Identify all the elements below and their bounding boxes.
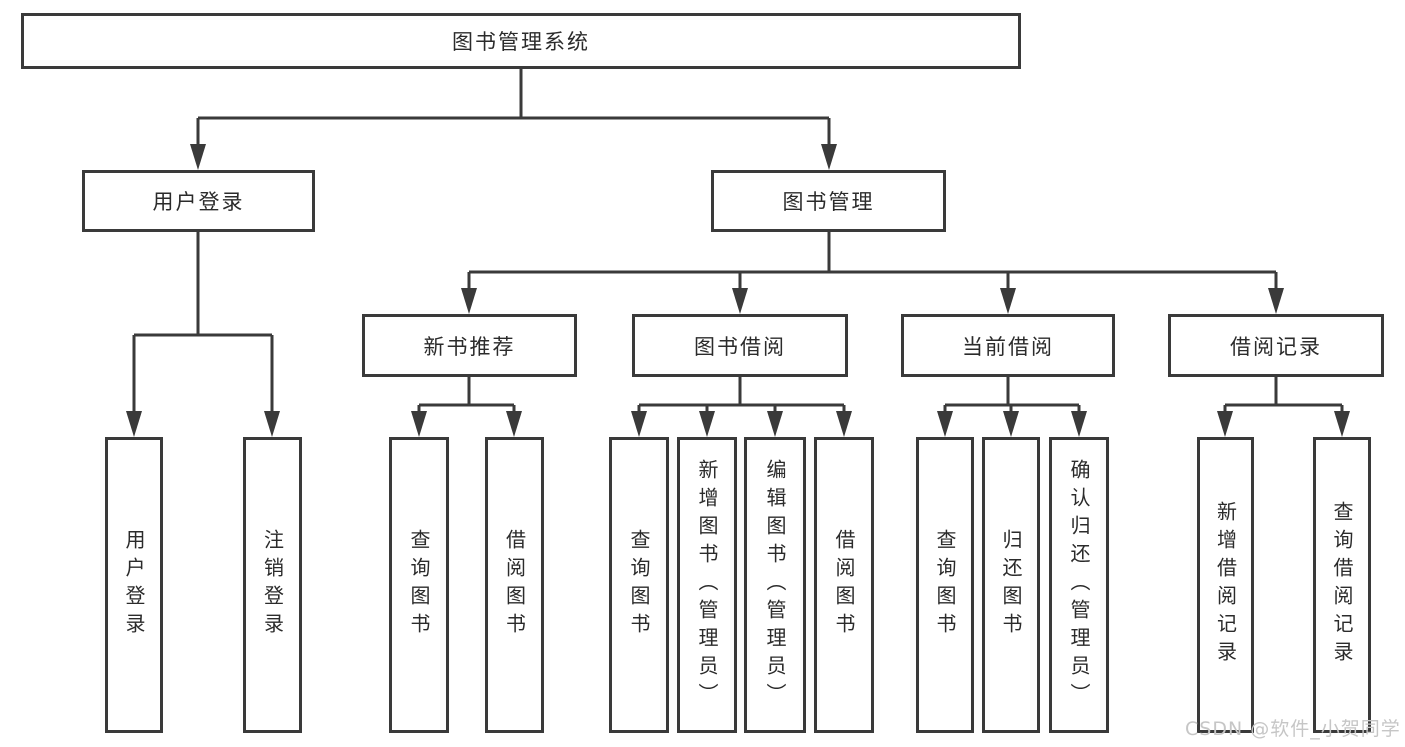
- node-label: 用户登录: [122, 529, 146, 641]
- node-label: 编辑图书（管理员）: [763, 459, 787, 711]
- leaf-add-book-admin: 新增图书（管理员）: [677, 437, 737, 733]
- node-label: 新书推荐: [423, 334, 516, 359]
- node-user-login: 用户登录: [82, 170, 315, 232]
- leaf-query-borrow-record: 查询借阅记录: [1313, 437, 1371, 733]
- node-current-borrow: 当前借阅: [901, 314, 1115, 377]
- csdn-watermark: CSDN @软件_小贺同学: [1185, 718, 1401, 740]
- leaf-confirm-return-admin: 确认归还（管理员）: [1049, 437, 1109, 733]
- node-label: 借阅图书: [832, 529, 856, 641]
- node-book-management: 图书管理: [711, 170, 946, 232]
- node-label: 图书管理: [782, 190, 875, 214]
- node-label: 查询图书: [627, 529, 651, 641]
- node-label: 图书管理系统: [452, 30, 590, 54]
- node-book-borrow: 图书借阅: [632, 314, 848, 377]
- leaf-borrow-book: 借阅图书: [814, 437, 874, 733]
- node-library-system-root: 图书管理系统: [21, 13, 1021, 69]
- node-label: 查询图书: [933, 529, 957, 641]
- node-label: 新增借阅记录: [1213, 501, 1238, 669]
- leaf-user-login: 用户登录: [105, 437, 163, 733]
- leaf-query-book-recommend: 查询图书: [389, 437, 449, 733]
- leaf-query-book-current: 查询图书: [916, 437, 974, 733]
- arrowhead-icons: [126, 144, 1350, 437]
- node-borrow-records: 借阅记录: [1168, 314, 1384, 377]
- node-label: 图书借阅: [694, 334, 786, 359]
- node-label: 注销登录: [260, 529, 285, 641]
- leaf-borrow-book-recommend: 借阅图书: [485, 437, 544, 733]
- node-label: 查询借阅记录: [1330, 501, 1354, 669]
- node-label: 新增图书（管理员）: [695, 459, 719, 711]
- leaf-query-book-borrow: 查询图书: [609, 437, 669, 733]
- node-label: 归还图书: [999, 529, 1023, 641]
- leaf-add-borrow-record: 新增借阅记录: [1197, 437, 1254, 733]
- leaf-logout-login: 注销登录: [243, 437, 302, 733]
- node-label: 当前借阅: [962, 334, 1054, 359]
- node-label: 借阅图书: [502, 529, 527, 641]
- leaf-edit-book-admin: 编辑图书（管理员）: [744, 437, 806, 733]
- node-new-book-recommend: 新书推荐: [362, 314, 577, 377]
- node-label: 借阅记录: [1230, 334, 1322, 359]
- node-label: 用户登录: [152, 190, 245, 214]
- node-label: 确认归还（管理员）: [1067, 459, 1091, 711]
- node-label: 查询图书: [407, 529, 431, 641]
- leaf-return-book: 归还图书: [982, 437, 1040, 733]
